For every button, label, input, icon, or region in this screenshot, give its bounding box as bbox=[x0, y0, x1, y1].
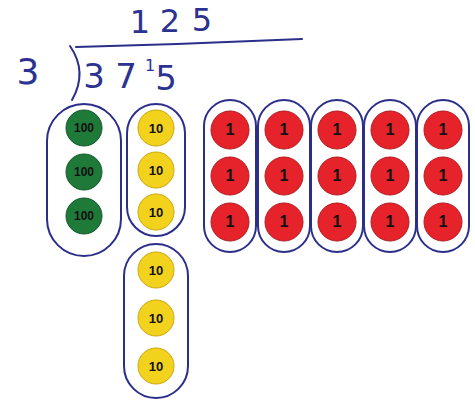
counter-value: 1 bbox=[439, 122, 448, 138]
counter-value: 10 bbox=[149, 164, 163, 177]
place-value-counter: 1 bbox=[370, 202, 410, 242]
place-value-counter: 1 bbox=[423, 110, 463, 150]
counter-value: 1 bbox=[280, 122, 289, 138]
group-loop bbox=[417, 100, 469, 252]
place-value-counter: 10 bbox=[137, 151, 175, 189]
group-loop bbox=[124, 244, 188, 398]
handwritten-digit: 3 bbox=[17, 54, 40, 90]
counter-value: 1 bbox=[280, 168, 289, 184]
counter-value: 1 bbox=[386, 168, 395, 184]
place-value-counter: 1 bbox=[210, 110, 250, 150]
place-value-counter: 1 bbox=[423, 156, 463, 196]
counter-value: 1 bbox=[226, 122, 235, 138]
counter-value: 1 bbox=[386, 214, 395, 230]
counter-value: 1 bbox=[280, 214, 289, 230]
place-value-counter: 10 bbox=[137, 109, 175, 147]
place-value-counter: 10 bbox=[137, 347, 175, 385]
group-loop bbox=[258, 100, 310, 252]
counter-value: 10 bbox=[149, 264, 163, 277]
handwritten-digit: 1 bbox=[145, 58, 155, 74]
place-value-counter: 1 bbox=[423, 202, 463, 242]
counter-value: 100 bbox=[74, 210, 94, 222]
division-bar bbox=[76, 39, 302, 47]
place-value-counter: 1 bbox=[317, 202, 357, 242]
handwritten-digit: 5 bbox=[192, 4, 212, 36]
counter-value: 1 bbox=[386, 122, 395, 138]
counter-value: 10 bbox=[149, 312, 163, 325]
place-value-counter: 10 bbox=[137, 299, 175, 337]
counter-value: 1 bbox=[439, 168, 448, 184]
handwritten-digit: 7 bbox=[115, 59, 137, 93]
place-value-counter: 100 bbox=[65, 109, 103, 147]
counter-value: 1 bbox=[226, 214, 235, 230]
counter-value: 1 bbox=[333, 168, 342, 184]
counter-value: 10 bbox=[149, 206, 163, 219]
place-value-counter: 1 bbox=[370, 156, 410, 196]
counter-value: 100 bbox=[74, 122, 94, 134]
place-value-counter: 1 bbox=[264, 110, 304, 150]
group-loop bbox=[127, 104, 185, 236]
place-value-counter: 10 bbox=[137, 193, 175, 231]
counter-value: 1 bbox=[333, 214, 342, 230]
handwritten-digit: 5 bbox=[155, 61, 177, 95]
place-value-counter: 1 bbox=[264, 156, 304, 196]
place-value-counter: 1 bbox=[264, 202, 304, 242]
place-value-counter: 1 bbox=[210, 202, 250, 242]
place-value-counter: 1 bbox=[317, 110, 357, 150]
place-value-counter: 100 bbox=[65, 153, 103, 191]
counter-value: 1 bbox=[439, 214, 448, 230]
place-value-counter: 1 bbox=[210, 156, 250, 196]
counter-value: 1 bbox=[226, 168, 235, 184]
counter-value: 1 bbox=[333, 122, 342, 138]
handwritten-digit: 1 bbox=[130, 6, 150, 38]
counter-value: 10 bbox=[149, 122, 163, 135]
group-loop bbox=[204, 100, 256, 252]
place-value-counter: 100 bbox=[65, 197, 103, 235]
handwritten-digit: 3 bbox=[83, 59, 105, 93]
place-value-counter: 1 bbox=[317, 156, 357, 196]
group-loop bbox=[47, 104, 121, 256]
place-value-counter: 1 bbox=[370, 110, 410, 150]
handwritten-digit: 2 bbox=[160, 5, 180, 37]
counter-value: 10 bbox=[149, 360, 163, 373]
group-loop bbox=[311, 100, 363, 252]
division-bracket bbox=[70, 46, 80, 100]
group-loop bbox=[364, 100, 416, 252]
counter-value: 100 bbox=[74, 166, 94, 178]
place-value-counter: 10 bbox=[137, 251, 175, 289]
